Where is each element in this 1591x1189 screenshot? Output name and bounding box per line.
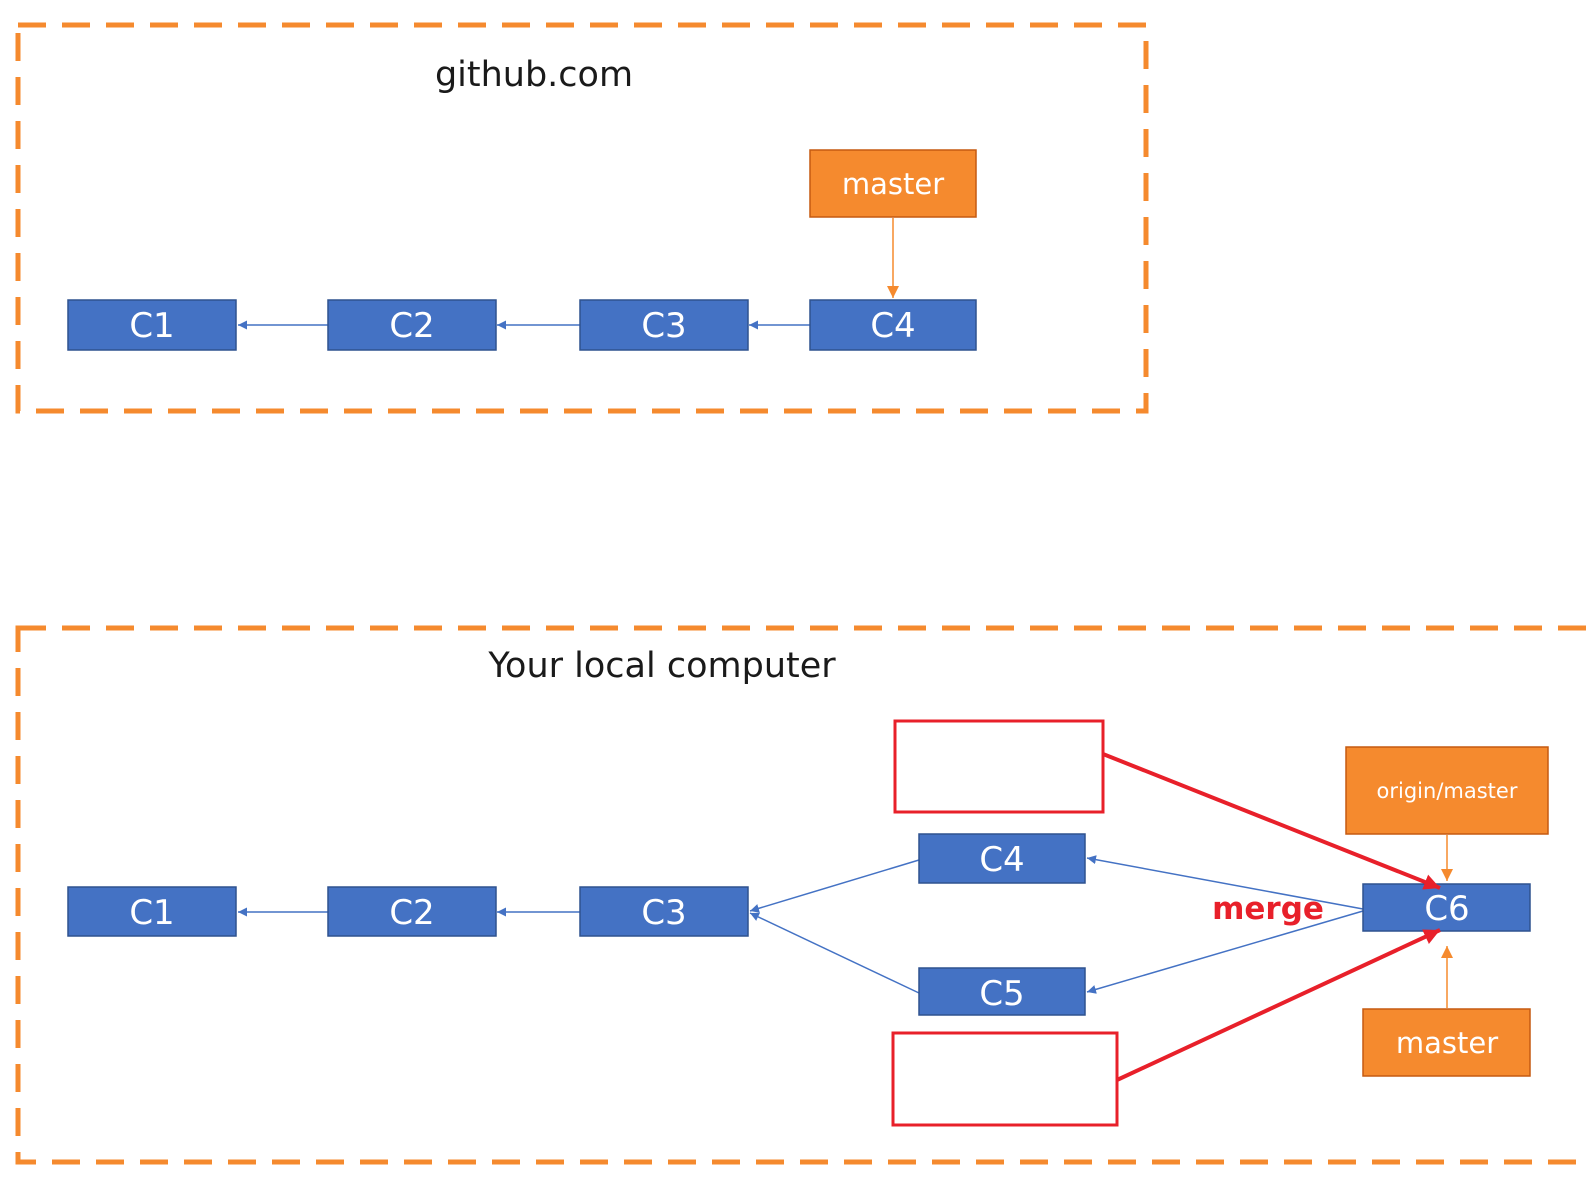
commit-label: C2 <box>389 306 434 346</box>
commit-label: C4 <box>979 840 1024 880</box>
branch-label: master <box>1396 1026 1498 1060</box>
arrow-local-c6-c4 <box>1086 855 1364 910</box>
arrow-local-c6-c5 <box>1086 910 1364 994</box>
commit-label: C3 <box>641 893 686 933</box>
local-repo-boundary <box>15 625 1591 1165</box>
commit-label: C4 <box>870 306 915 346</box>
remote-branch-master: master <box>809 149 977 218</box>
branch-label: master <box>842 167 944 201</box>
local-repo-region: Your local computer C1 C2 C3 C4 C5 <box>15 625 1591 1165</box>
remote-repo-boundary <box>15 22 1149 414</box>
commit-label: C5 <box>979 974 1024 1014</box>
local-repo-title: Your local computer <box>487 646 836 686</box>
commit-label: C6 <box>1424 889 1469 929</box>
local-commit-c6: C6 <box>1362 883 1531 932</box>
red-arrow-bottom-to-c6 <box>1116 928 1441 1082</box>
remote-repo-title: github.com <box>435 55 633 95</box>
local-commit-c4: C4 <box>918 833 1086 884</box>
local-commit-c1: C1 <box>67 886 237 937</box>
blank-annotation-box-bottom <box>891 1031 1119 1127</box>
local-commit-c3: C3 <box>579 886 749 937</box>
red-arrow-top-to-c6 <box>1102 752 1441 890</box>
arrow-local-c5-c3 <box>749 912 920 994</box>
remote-commit-c2: C2 <box>327 299 497 351</box>
remote-commit-c3: C3 <box>579 299 749 351</box>
commit-label: C3 <box>641 306 686 346</box>
remote-repo-region: github.com C1 C2 C3 C4 master <box>15 22 1149 414</box>
local-commit-c5: C5 <box>918 967 1086 1016</box>
remote-commit-c4: C4 <box>809 299 977 351</box>
local-branch-master: master <box>1362 1008 1531 1077</box>
arrow-local-c4-c3 <box>749 859 920 913</box>
branch-label: origin/master <box>1377 779 1518 803</box>
local-commit-c2: C2 <box>327 886 497 937</box>
commit-label: C1 <box>129 306 174 346</box>
blank-annotation-box-top <box>893 719 1105 814</box>
local-branch-origin-master: origin/master <box>1345 746 1549 835</box>
commit-label: C1 <box>129 893 174 933</box>
commit-label: C2 <box>389 893 434 933</box>
remote-commit-c1: C1 <box>67 299 237 351</box>
merge-label: merge <box>1212 891 1324 927</box>
